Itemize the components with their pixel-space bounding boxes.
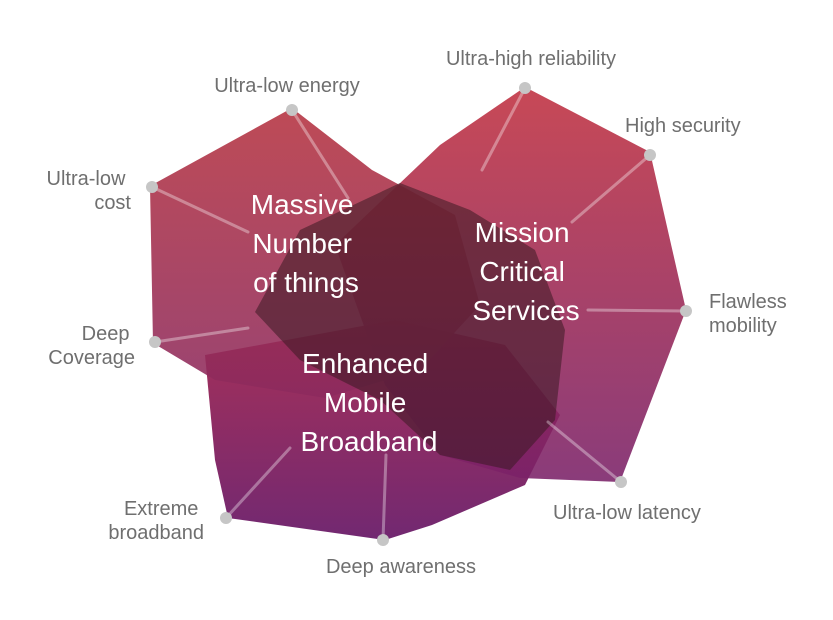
region-label-embb: Enhanced Mobile Broadband — [300, 348, 437, 457]
node-label-high-security: High security — [625, 115, 741, 137]
dot-high-security — [644, 149, 656, 161]
spoke-ultra-high-reliability — [480, 86, 527, 172]
regions — [150, 87, 686, 540]
dot-ultra-low-cost — [146, 181, 158, 193]
node-label-extreme-broadband: Extreme broadband — [108, 498, 204, 544]
region-labels: Massive Number of things Mission Critica… — [251, 189, 580, 457]
node-label-ultra-low-latency: Ultra-low latency — [553, 502, 701, 524]
spoke-extreme-broadband — [224, 446, 292, 520]
node-label-ultra-high-reliability: Ultra-high reliability — [446, 48, 616, 70]
node-label-ultra-low-cost: Ultra-low cost — [47, 168, 132, 214]
spoke-deep-coverage — [153, 326, 250, 344]
node-labels: Ultra-low energy Ultra-low cost Deep Cov… — [47, 48, 792, 578]
spoke-flawless-mobility — [586, 308, 688, 313]
dot-deep-awareness — [377, 534, 389, 546]
dot-ultra-high-reliability — [519, 82, 531, 94]
dot-extreme-broadband — [220, 512, 232, 524]
dot-deep-coverage — [149, 336, 161, 348]
spoke-deep-awareness — [381, 453, 388, 542]
spoke-ultra-low-latency — [546, 420, 623, 484]
node-label-ultra-low-energy: Ultra-low energy — [214, 75, 360, 97]
spoke-high-security — [570, 153, 652, 224]
node-label-deep-coverage: Deep Coverage — [48, 323, 135, 369]
region-label-mission: Mission Critical Services — [472, 217, 579, 326]
dot-ultra-low-latency — [615, 476, 627, 488]
region-overlap-shape — [255, 183, 565, 470]
dot-ultra-low-energy — [286, 104, 298, 116]
spokes — [150, 86, 688, 542]
node-label-deep-awareness: Deep awareness — [326, 556, 476, 578]
node-dots — [146, 82, 692, 546]
region-label-massive: Massive Number of things — [251, 189, 361, 298]
spoke-ultra-low-cost — [150, 185, 250, 234]
node-label-flawless-mobility: Flawless mobility — [709, 291, 792, 337]
spoke-ultra-low-energy — [290, 108, 350, 200]
dot-flawless-mobility — [680, 305, 692, 317]
